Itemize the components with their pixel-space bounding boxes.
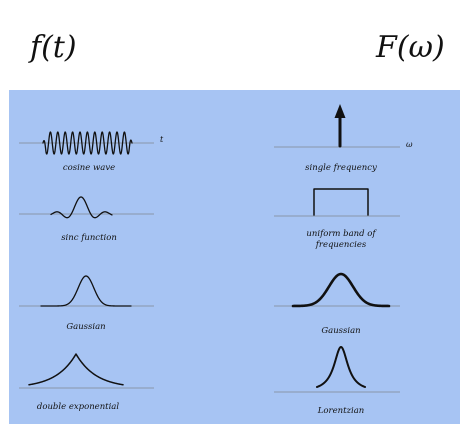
cosine-wave-label: cosine wave (62, 163, 116, 173)
sinc-function-label: sinc function (61, 233, 117, 243)
single-frequency-label: single frequency (305, 163, 377, 173)
fourier-pairs-panel: t ω cosine wave sinc function Gaussian d… (9, 90, 460, 424)
lorentzian-label: Lorentzian (317, 406, 365, 416)
uniform-band-label-line2: frequencies (315, 240, 367, 250)
frequency-axis-label: ω (406, 140, 413, 149)
single-frequency-arrowhead (334, 104, 346, 118)
fourier-pairs-figure (19, 104, 400, 393)
uniform-band-rect (313, 188, 369, 216)
sinc-function-curve (50, 196, 113, 219)
gaussian-freq-curve (291, 272, 391, 308)
time-domain-header: f(t) (30, 30, 77, 65)
gaussian-time-label: Gaussian (66, 322, 106, 332)
frequency-domain-header: F(ω) (376, 30, 445, 65)
lorentzian-curve (316, 346, 366, 388)
double-exponential-curve (28, 353, 124, 386)
double-exponential-label: double exponential (36, 402, 120, 412)
gaussian-time-curve (40, 275, 132, 307)
uniform-band-label: uniform band of frequencies (306, 229, 375, 251)
time-axis-label: t (160, 135, 164, 144)
cosine-wave-curve (42, 131, 133, 155)
uniform-band-label-line1: uniform band of (306, 229, 376, 239)
gaussian-freq-label: Gaussian (321, 326, 361, 336)
